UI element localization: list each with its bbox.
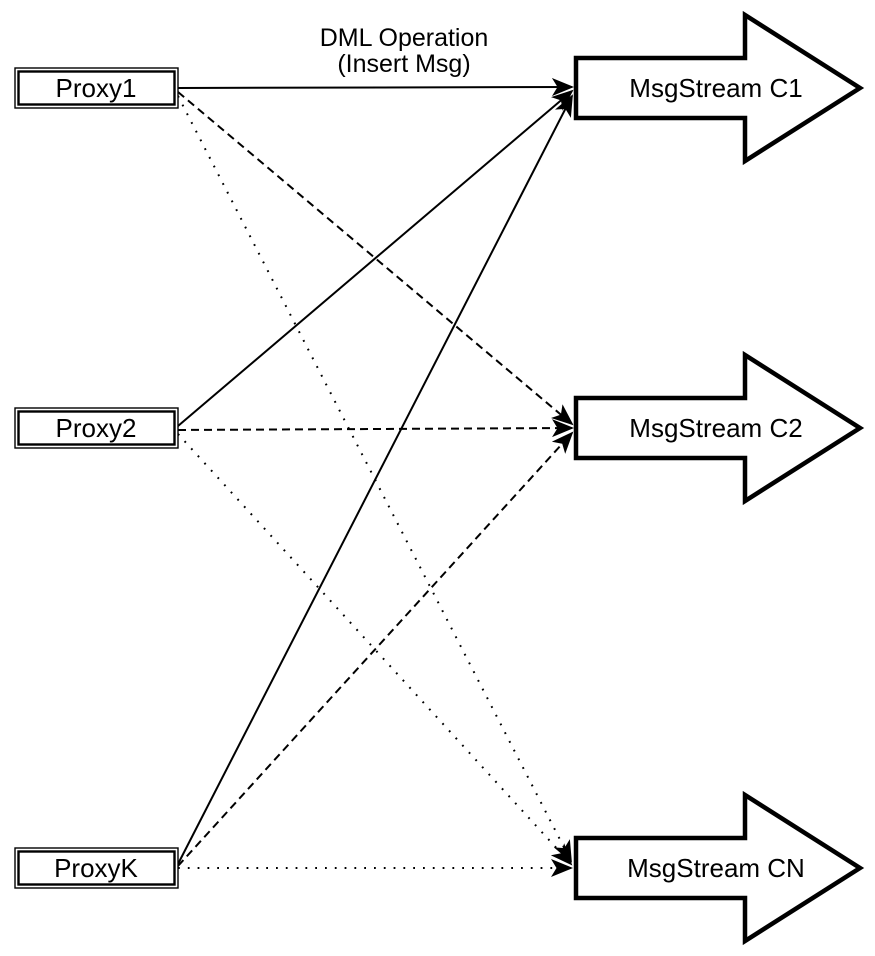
msgstream-c1-arrow-shape — [573, 10, 865, 166]
edge-proxy1-msgstream-cn — [177, 95, 572, 863]
msgstream-c2-arrow-shape — [573, 350, 865, 506]
diagram-title: DML Operation (Insert Msg) — [320, 24, 489, 78]
proxy2-label: Proxy2 — [56, 413, 137, 443]
node-proxyk: ProxyK — [14, 847, 179, 889]
msgstream-cn-arrow-shape — [573, 790, 865, 946]
proxyk-box-outer — [14, 847, 179, 889]
proxyk-label: ProxyK — [54, 853, 138, 883]
edge-proxy2-msgstream-c2 — [177, 419, 574, 438]
proxy1-label: Proxy1 — [56, 73, 137, 103]
node-proxy1: Proxy1 — [14, 67, 179, 109]
proxy2-box-inner — [17, 410, 176, 446]
edge-proxy1-msgstream-c2 — [177, 91, 574, 426]
proxy2-box-outer — [14, 407, 179, 449]
proxy1-box-outer — [14, 67, 179, 109]
diagram-title-line1: DML Operation — [320, 24, 489, 52]
node-msgstream-c2: MsgStream C2 — [573, 350, 865, 506]
msgstream-c2-label: MsgStream C2 — [629, 413, 802, 443]
edge-proxyk-msgstream-c2 — [177, 431, 574, 867]
node-msgstream-cn: MsgStream CN — [573, 790, 865, 946]
edge-proxy1-msgstream-c1 — [177, 78, 574, 97]
node-proxy2: Proxy2 — [14, 407, 179, 449]
msgstream-c1-label: MsgStream C1 — [629, 73, 802, 103]
node-msgstream-c1: MsgStream C1 — [573, 10, 865, 166]
proxyk-box-inner — [17, 850, 176, 886]
edge-proxy2-msgstream-c1 — [177, 89, 574, 427]
msgstream-cn-label: MsgStream CN — [627, 853, 805, 883]
diagram-title-line2: (Insert Msg) — [337, 50, 470, 78]
proxy1-box-inner — [17, 70, 176, 106]
